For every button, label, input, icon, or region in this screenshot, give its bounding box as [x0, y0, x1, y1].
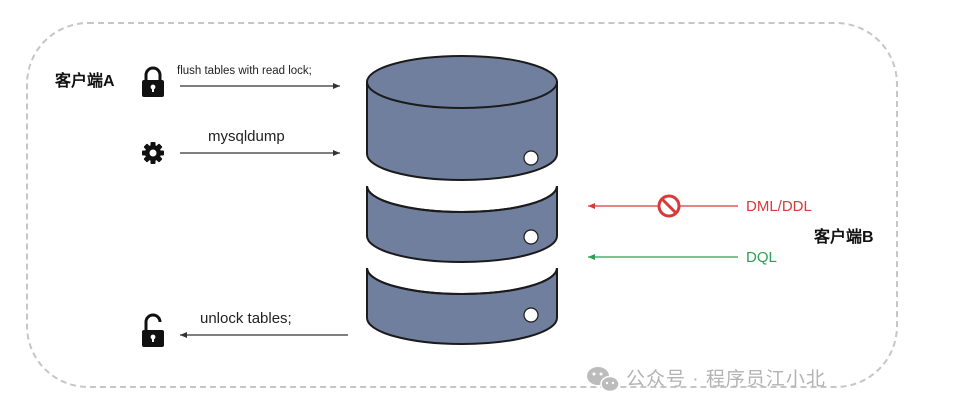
- wechat-icon: [587, 367, 620, 393]
- diagram-border: [26, 22, 898, 388]
- dml-ddl-label: DML/DDL: [746, 198, 812, 215]
- dump-command-label: mysqldump: [208, 128, 285, 145]
- dql-label: DQL: [746, 249, 777, 266]
- client-a-label: 客户端A: [55, 73, 115, 90]
- watermark-text: 公众号 · 程序员江小北: [626, 369, 826, 390]
- db-indicator-bottom: [523, 307, 539, 323]
- db-segment-bottom: [366, 267, 558, 345]
- no-entry-icon: [657, 194, 681, 218]
- db-indicator-top: [523, 150, 539, 166]
- unlock-icon: [142, 313, 164, 347]
- db-segment-top: [366, 55, 558, 181]
- unlock-command-label: unlock tables;: [200, 310, 292, 327]
- gear-icon: [142, 142, 164, 164]
- flush-command-label: flush tables with read lock;: [177, 65, 312, 77]
- db-segment-middle: [366, 185, 558, 263]
- lock-icon: [142, 66, 164, 97]
- database-icon: [366, 55, 558, 345]
- client-b-label: 客户端B: [814, 229, 874, 246]
- db-indicator-middle: [523, 229, 539, 245]
